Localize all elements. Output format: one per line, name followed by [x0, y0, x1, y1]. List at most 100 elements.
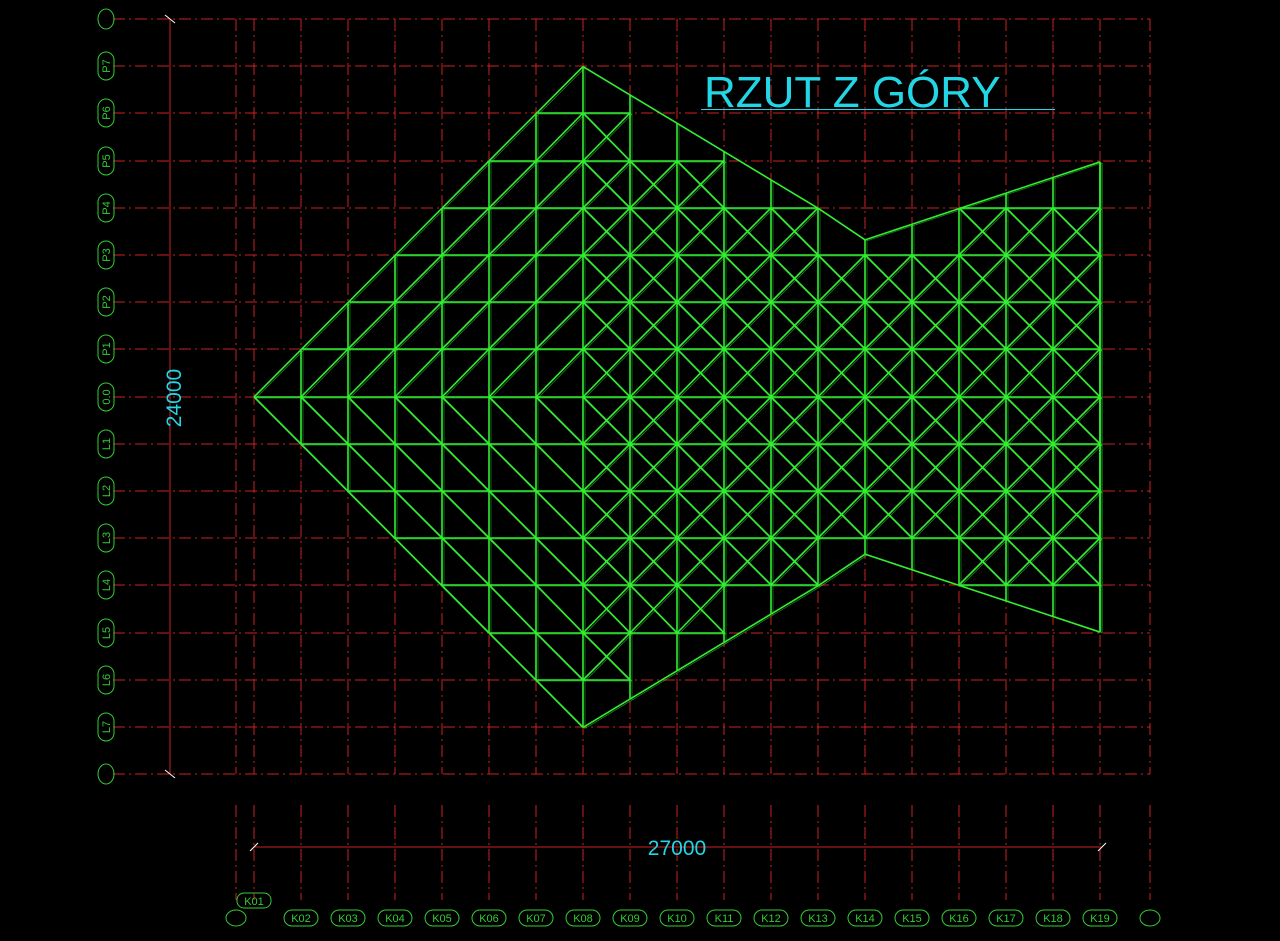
truss-outline-top — [255, 350, 304, 399]
truss-diagonal-member — [958, 443, 1007, 492]
dimension-tick — [164, 769, 176, 779]
truss-diagonal-member — [1054, 255, 1103, 304]
truss-diagonal-member — [347, 443, 396, 492]
truss-diagonal-member — [676, 254, 725, 303]
truss-diagonal-member — [725, 444, 774, 493]
truss-diagonal-member — [866, 397, 915, 446]
column-axis-bubble — [424, 909, 460, 927]
truss-diagonal-member — [1007, 255, 1056, 304]
truss-diagonal-member — [817, 301, 866, 350]
row-axis-label: P3 — [101, 248, 113, 261]
dimension-tick — [1097, 842, 1107, 852]
truss-diagonal-member — [535, 112, 584, 162]
truss-diagonal-member — [678, 538, 727, 587]
truss-diagonal-member — [349, 302, 398, 351]
truss-diagonal-member — [631, 585, 680, 635]
truss-outline-top — [537, 67, 586, 116]
truss-diagonal-member — [864, 301, 913, 350]
column-axis-bubble — [988, 909, 1024, 927]
truss-diagonal-member — [1052, 490, 1101, 539]
column-axis-label: K07 — [526, 913, 546, 925]
row-axis-label: P2 — [101, 295, 113, 308]
truss-diagonal-member — [678, 255, 727, 304]
truss-diagonal-member — [725, 538, 774, 587]
truss-outline-top — [819, 208, 868, 242]
truss-outline-bottom — [631, 671, 680, 701]
truss-diagonal-member — [1054, 397, 1103, 446]
truss-outline-top — [1007, 178, 1056, 195]
row-axis-label: P4 — [101, 201, 113, 214]
truss-diagonal-member — [535, 490, 584, 539]
truss-diagonal-member — [584, 491, 633, 540]
truss-diagonal-member — [960, 255, 1009, 304]
truss-diagonal-member — [913, 444, 962, 493]
truss-diagonal-member — [770, 490, 819, 539]
truss-diagonal-member — [584, 397, 633, 446]
truss-diagonal-member — [723, 443, 772, 492]
truss-diagonal-member — [1054, 208, 1103, 257]
row-axis-bubble — [97, 523, 115, 553]
truss-diagonal-member — [441, 443, 490, 492]
truss-diagonal-member — [819, 397, 868, 446]
truss-diagonal-member — [537, 208, 586, 257]
truss-diagonal-member — [866, 491, 915, 540]
truss-outline-top — [911, 207, 960, 226]
column-axis-bubble — [377, 909, 413, 927]
truss-diagonal-member — [488, 396, 537, 445]
truss-outline-bottom — [772, 586, 821, 616]
truss-diagonal-member — [490, 491, 539, 540]
truss-outline-bottom — [443, 586, 492, 635]
truss-diagonal-member — [676, 584, 725, 634]
truss-outline-top — [678, 123, 727, 153]
truss-diagonal-member — [629, 443, 678, 492]
truss-outline-bottom — [629, 670, 678, 700]
column-axis-bubble — [894, 909, 930, 927]
row-axis-bubble — [97, 429, 115, 459]
truss-diagonal-member — [631, 444, 680, 493]
truss-diagonal-member — [678, 397, 727, 446]
truss-outline-bottom — [584, 699, 633, 729]
truss-outline-bottom — [347, 490, 396, 540]
truss-diagonal-member — [629, 160, 678, 209]
truss-outline-top — [1052, 161, 1101, 179]
column-axis-bubble — [753, 909, 789, 927]
column-axis-bubble — [283, 909, 319, 927]
truss-diagonal-member — [1054, 349, 1103, 399]
truss-outline-bottom — [535, 679, 584, 728]
truss-diagonal-member — [394, 254, 443, 303]
column-axis-label: K19 — [1090, 913, 1110, 925]
truss-diagonal-member — [490, 444, 539, 493]
truss-diagonal-member — [537, 585, 586, 635]
truss-diagonal-member — [394, 396, 443, 445]
truss-diagonal-member — [819, 349, 868, 399]
truss-outline-top — [725, 152, 774, 182]
truss-outline-top — [253, 349, 302, 398]
truss-diagonal-member — [302, 349, 351, 399]
row-axis-bubble — [97, 665, 115, 695]
truss-outline-top — [443, 161, 492, 210]
truss-outline-bottom — [302, 444, 351, 493]
column-axis-bubble — [236, 892, 272, 909]
truss-diagonal-member — [678, 444, 727, 493]
truss-diagonal-member — [1054, 538, 1103, 587]
truss-diagonal-member — [958, 301, 1007, 350]
truss-outline-bottom — [913, 570, 962, 587]
truss-outline-top — [1005, 176, 1054, 194]
truss-diagonal-member — [678, 208, 727, 257]
row-axis-label: L7 — [101, 721, 113, 733]
truss-diagonal-member — [584, 444, 633, 493]
truss-diagonal-member — [582, 584, 631, 634]
truss-diagonal-member — [678, 491, 727, 540]
truss-diagonal-member — [772, 255, 821, 304]
truss-outline-top — [535, 66, 584, 115]
truss-diagonal-member — [347, 348, 396, 398]
title-underline — [701, 109, 1055, 110]
truss-outline-bottom — [960, 585, 1009, 603]
truss-diagonal-member — [864, 348, 913, 398]
truss-diagonal-member — [1005, 537, 1054, 586]
truss-diagonal-member — [394, 301, 443, 350]
column-axis-label: K11 — [715, 913, 734, 925]
truss-diagonal-member — [911, 348, 960, 398]
truss-diagonal-member — [582, 396, 631, 445]
